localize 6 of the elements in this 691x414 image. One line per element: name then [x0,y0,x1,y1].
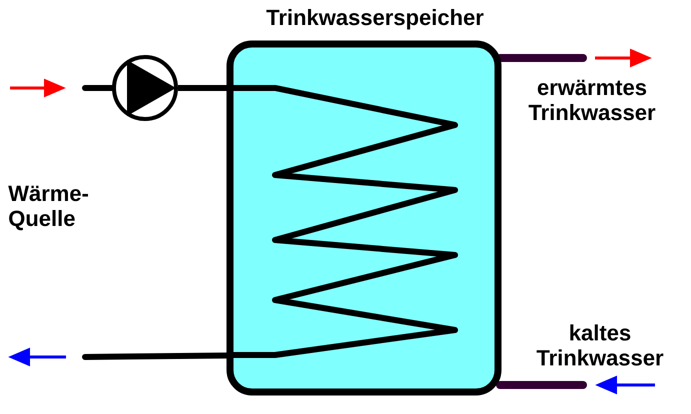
pipe [178,85,226,91]
label: erwärmtes Trinkwasser [528,80,656,120]
pump-symbol [112,55,178,121]
tank-title: Trinkwasserspeicher [266,9,484,30]
label: Wärme- Quelle [8,186,88,230]
label: kaltes Trinkwasser [536,324,664,366]
